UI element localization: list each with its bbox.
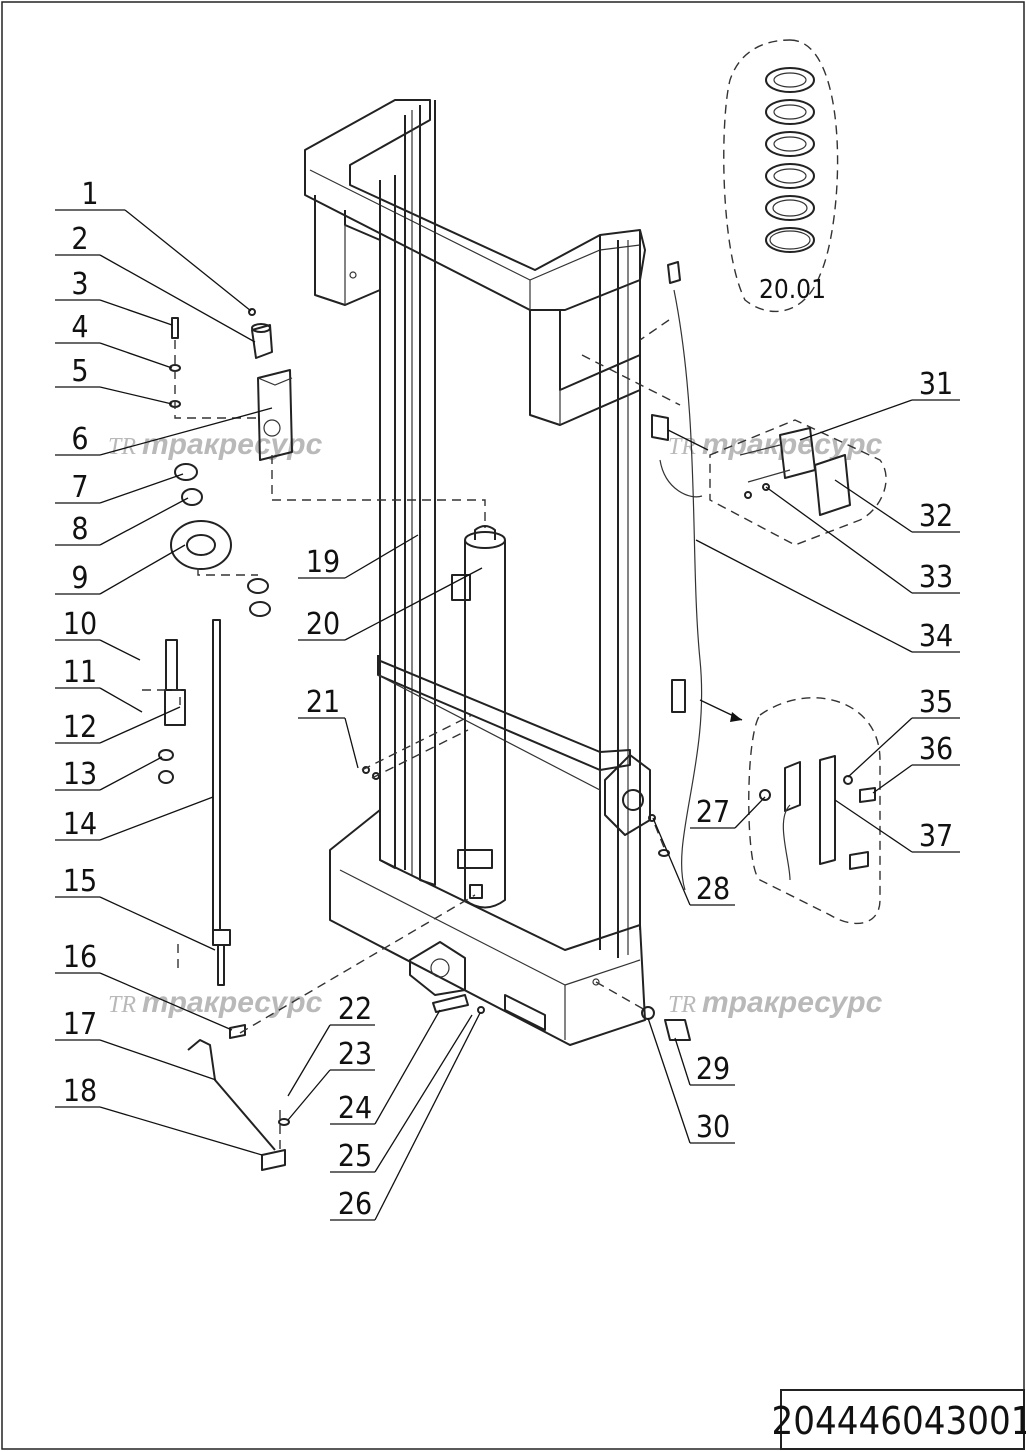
arrow-head <box>730 712 742 722</box>
callout-25: 25 <box>330 1014 473 1174</box>
callout-29: 29 <box>674 1037 735 1087</box>
callout-2: 2 <box>55 222 256 343</box>
callout-18-label: 18 <box>63 1074 97 1109</box>
watermark-logo: TR <box>108 992 136 1018</box>
watermark-text: тракресурс <box>702 986 883 1019</box>
callout-21: 21 <box>298 685 359 769</box>
title-block <box>780 1389 1025 1450</box>
callout-18: 18 <box>55 1074 263 1156</box>
callout-11-label: 11 <box>63 655 97 690</box>
callout-24-label: 24 <box>338 1091 372 1126</box>
callout-10: 10 <box>55 607 141 661</box>
callout-12-label: 12 <box>63 710 97 745</box>
watermark-4: TR тракресурс <box>668 986 883 1019</box>
callout-37: 37 <box>834 799 960 854</box>
watermark-text: тракресурс <box>702 428 883 461</box>
callout-19: 19 <box>298 534 419 580</box>
callout-5-label: 5 <box>71 354 88 389</box>
callout-30-label: 30 <box>696 1110 730 1145</box>
callout-6-label: 6 <box>71 422 88 457</box>
callout-11: 11 <box>55 655 143 713</box>
callout-31: 31 <box>799 367 960 441</box>
callout-13: 13 <box>55 756 163 792</box>
watermark-2: TR тракресурс <box>668 428 883 461</box>
callout-14: 14 <box>55 796 214 842</box>
callout-7: 7 <box>55 470 184 505</box>
callout-28-label: 28 <box>696 872 730 907</box>
callout-32: 32 <box>834 479 960 534</box>
detail-arrow <box>667 429 709 451</box>
callout-3: 3 <box>55 267 173 326</box>
callout-22-label: 22 <box>338 992 372 1027</box>
callout-13-label: 13 <box>63 757 97 792</box>
callout-33: 33 <box>765 486 960 595</box>
wiring <box>648 261 703 891</box>
callout-35-label: 35 <box>919 685 953 720</box>
detail-label: 20.01 <box>759 275 826 305</box>
callout-29-label: 29 <box>696 1052 730 1087</box>
callout-17: 17 <box>55 1007 217 1081</box>
callout-15-label: 15 <box>63 864 97 899</box>
assembly-lines <box>142 319 681 1150</box>
callout-37-label: 37 <box>919 819 953 854</box>
callout-27: 27 <box>690 795 766 830</box>
callout-27-label: 27 <box>696 795 730 830</box>
callout-9-label: 9 <box>71 561 88 596</box>
drawing-number: 204446043001 <box>772 1399 1026 1443</box>
callout-1-label: 1 <box>81 177 98 212</box>
callout-19-label: 19 <box>306 545 340 580</box>
watermark-text: тракресурс <box>142 428 323 461</box>
callout-4-label: 4 <box>71 310 88 345</box>
callout-24: 24 <box>330 1009 441 1126</box>
callout-3-label: 3 <box>71 267 88 302</box>
callout-1: 1 <box>55 177 252 312</box>
callout-6: 6 <box>55 407 273 457</box>
callout-23-label: 23 <box>338 1037 372 1072</box>
callout-5: 5 <box>55 354 173 405</box>
callout-21-label: 21 <box>306 685 340 720</box>
watermark-logo: TR <box>668 992 696 1018</box>
callout-9: 9 <box>55 544 186 596</box>
mast-frame <box>304 99 651 1046</box>
callout-4: 4 <box>55 310 173 369</box>
callout-34-label: 34 <box>919 619 953 654</box>
callout-8: 8 <box>55 497 189 547</box>
callout-26: 26 <box>330 1012 481 1222</box>
callout-36-label: 36 <box>919 732 953 767</box>
callout-28: 28 <box>652 817 735 907</box>
watermark-logo: TR <box>108 434 136 460</box>
callout-34: 34 <box>695 539 960 654</box>
callout-8-label: 8 <box>71 512 88 547</box>
callout-15: 15 <box>55 864 216 951</box>
callout-36: 36 <box>872 732 960 794</box>
callout-14-label: 14 <box>63 807 97 842</box>
detail-switch <box>709 419 887 546</box>
callout-35: 35 <box>847 685 960 778</box>
lift-cylinder <box>451 525 506 909</box>
callout-10-label: 10 <box>63 607 97 642</box>
callout-7-label: 7 <box>71 470 88 505</box>
callout-2-label: 2 <box>71 222 88 257</box>
callout-16-label: 16 <box>63 940 97 975</box>
callout-33-label: 33 <box>919 560 953 595</box>
callout-22: 22 <box>287 992 375 1097</box>
callout-20-label: 20 <box>306 607 340 642</box>
callout-32-label: 32 <box>919 499 953 534</box>
callout-12: 12 <box>55 706 181 745</box>
callout-25-label: 25 <box>338 1139 372 1174</box>
detail-bracket <box>748 697 881 925</box>
callout-30: 30 <box>647 1017 735 1145</box>
callout-17-label: 17 <box>63 1007 97 1042</box>
detail-20-01: 20.01 <box>723 39 839 313</box>
callout-20: 20 <box>298 567 483 642</box>
callout-26-label: 26 <box>338 1187 372 1222</box>
callout-23: 23 <box>287 1037 375 1121</box>
callout-31-label: 31 <box>919 367 953 402</box>
callout-16: 16 <box>55 940 233 1031</box>
